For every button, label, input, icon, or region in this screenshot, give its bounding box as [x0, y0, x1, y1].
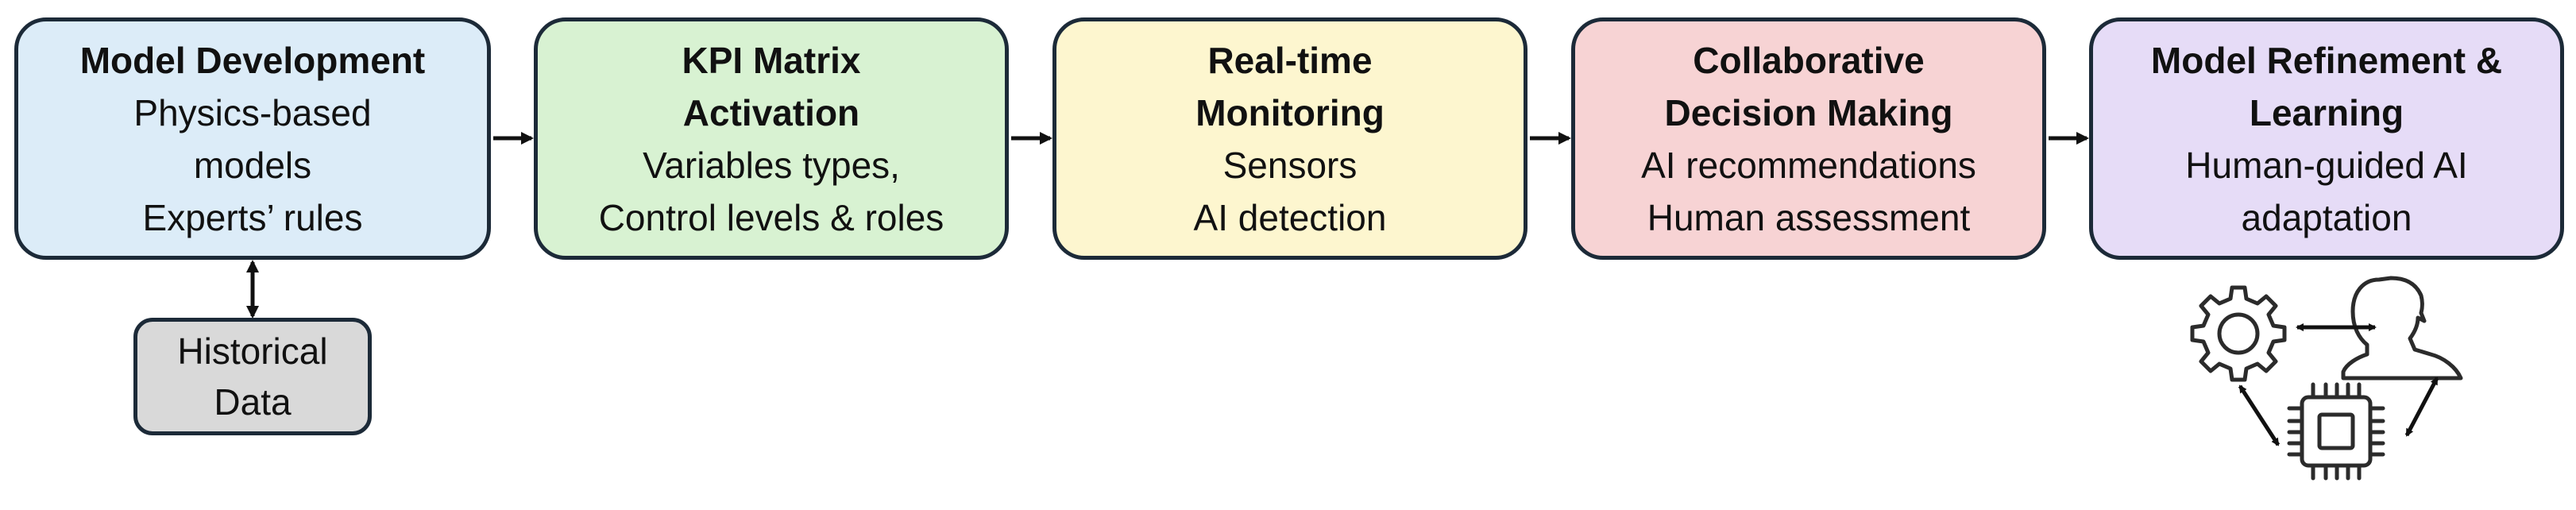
- step-real-time-monitoring: Real-time Monitoring Sensors AI detectio…: [1052, 17, 1527, 260]
- step-model-refinement-learning: Model Refinement & Learning Human-guided…: [2089, 17, 2564, 260]
- historical-data-line: Data: [214, 381, 292, 423]
- step-title-line: Model Refinement &: [2150, 39, 2503, 81]
- step-detail-line: AI detection: [1193, 196, 1387, 238]
- step-detail-line: AI recommendations: [1641, 144, 1976, 186]
- step-title: KPI Matrix Activation: [682, 34, 861, 139]
- human-head-icon: [2341, 276, 2463, 381]
- step-title-line: Decision Making: [1664, 91, 1953, 133]
- step-details: Physics-based models Experts’ rules: [133, 87, 371, 244]
- step-detail-line: models: [193, 144, 312, 186]
- step-collaborative-decision-making: Collaborative Decision Making AI recomme…: [1571, 17, 2046, 260]
- step-details: Variables types, Control levels & roles: [599, 139, 944, 244]
- step-title-line: Learning: [2249, 91, 2404, 133]
- step-title-line: KPI Matrix: [682, 39, 861, 81]
- gear-icon: [2190, 285, 2287, 382]
- gear-chip-arrow: [2238, 384, 2281, 446]
- step-details: AI recommendations Human assessment: [1641, 139, 1976, 244]
- step-detail-line: Sensors: [1222, 144, 1358, 186]
- step-title-line: Collaborative: [1693, 39, 1925, 81]
- step-details: Human-guided AI adaptation: [2185, 139, 2467, 244]
- step-detail-line: Human-guided AI: [2185, 144, 2468, 186]
- step-kpi-matrix-activation: KPI Matrix Activation Variables types, C…: [534, 17, 1009, 260]
- step-detail-line: adaptation: [2241, 196, 2412, 238]
- step-detail-line: Control levels & roles: [598, 196, 944, 238]
- step-title: Real-time Monitoring: [1195, 34, 1385, 139]
- chip-human-arrow: [2404, 377, 2439, 437]
- step-title-line: Activation: [682, 91, 860, 133]
- step-detail-line: Variables types,: [643, 144, 900, 186]
- ai-chip-icon: [2287, 382, 2385, 481]
- step-detail-line: Human assessment: [1647, 196, 1971, 238]
- step-title: Model Refinement & Learning: [2151, 34, 2502, 139]
- step-title: Collaborative Decision Making: [1665, 34, 1953, 139]
- historical-data-line: Historical: [177, 330, 328, 372]
- step-detail-line: Experts’ rules: [142, 196, 363, 238]
- historical-data-box: Historical Data: [133, 318, 372, 435]
- step-details: Sensors AI detection: [1194, 139, 1387, 244]
- step-title-line: Real-time: [1207, 39, 1373, 81]
- step-title: Model Development: [80, 34, 426, 87]
- step-detail-line: Physics-based: [133, 91, 372, 133]
- step-title-line: Model Development: [79, 39, 426, 81]
- step-title-line: Monitoring: [1195, 91, 1385, 133]
- step-model-development: Model Development Physics-based models E…: [14, 17, 491, 260]
